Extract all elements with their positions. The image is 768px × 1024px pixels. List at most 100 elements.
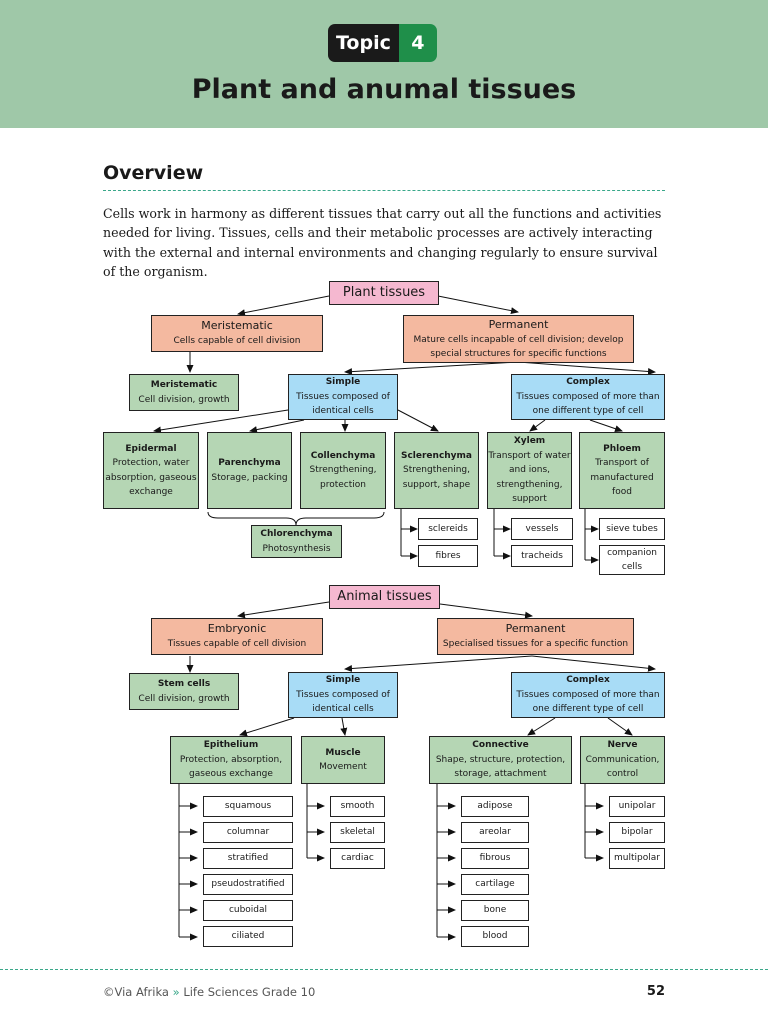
connective-cartilage-box: cartilage [461, 874, 529, 895]
plant-meristematic-desc: Cells capable of cell division [173, 336, 301, 347]
animal-simple-box: Simple Tissues composed of identical cel… [288, 672, 398, 718]
animal-muscle-title: Muscle [325, 747, 361, 758]
plant-chlorenchyma-desc: Photosynthesis [262, 543, 331, 554]
muscle-skeletal-box: skeletal [330, 822, 385, 843]
muscle-cardiac-box: cardiac [330, 848, 385, 869]
plant-sclerenchyma-desc: Strengthening, support, shape [402, 465, 471, 490]
animal-simple-desc: Tissues composed of identical cells [296, 689, 390, 715]
animal-stem-cells-title: Stem cells [157, 679, 211, 689]
animal-muscle-desc: Movement [319, 762, 367, 772]
animal-permanent-box: Permanent Specialised tissues for a spec… [437, 618, 634, 655]
plant-complex-desc: Tissues composed of more than one differ… [516, 391, 660, 417]
animal-embryonic-box: Embryonic Tissues capable of cell divisi… [151, 618, 323, 655]
animal-connective-box: Connective Shape, structure, protection,… [429, 736, 572, 784]
plant-meristematic-growth-title: Meristematic [150, 380, 218, 390]
animal-embryonic-title: Embryonic [207, 622, 267, 636]
footer-divider [0, 969, 768, 970]
animal-tissues-root: Animal tissues [329, 585, 440, 609]
footer-publisher: ©Via Afrika [103, 985, 169, 999]
plant-complex-title: Complex [566, 377, 610, 388]
animal-complex-title: Complex [566, 675, 610, 686]
page-title: Plant and anumal tissues [191, 74, 577, 105]
animal-epithelium-desc: Protection, absorption, gaseous exchange [179, 754, 283, 780]
animal-stem-cells-box: Stem cells Cell division, growth [129, 673, 239, 710]
connective-adipose-box: adipose [461, 796, 529, 817]
plant-sclerenchyma-box: Sclerenchyma Strengthening, support, sha… [394, 432, 479, 509]
plant-vessels-box: vessels [511, 518, 573, 540]
footer-book: Life Sciences Grade 10 [183, 985, 316, 999]
plant-xylem-title: Xylem [513, 436, 546, 447]
plant-epidermal-desc: Protection, water absorption, gaseous ex… [105, 458, 197, 497]
connective-bone-box: bone [461, 900, 529, 921]
plant-parenchyma-desc: Storage, packing [211, 472, 288, 483]
animal-nerve-box: Nerve Communication, control [580, 736, 665, 784]
footer-credit: ©Via Afrika » Life Sciences Grade 10 [103, 985, 315, 999]
plant-phloem-box: Phloem Transport of manufactured food [579, 432, 665, 509]
plant-meristematic-growth-desc: Cell division, growth [138, 394, 230, 405]
plant-parenchyma-box: Parenchyma Storage, packing [207, 432, 292, 509]
animal-nerve-title: Nerve [607, 740, 638, 751]
animal-muscle-box: Muscle Movement [301, 736, 385, 784]
epithelium-pseudostratified-box: pseudostratified [203, 874, 293, 895]
plant-fibres-box: fibres [418, 545, 478, 567]
connective-areolar-box: areolar [461, 822, 529, 843]
nerve-bipolar-box: bipolar [609, 822, 665, 843]
overview-heading: Overview [103, 162, 204, 184]
overview-paragraph: Cells work in harmony as different tissu… [103, 206, 662, 280]
nerve-multipolar-box: multipolar [609, 848, 665, 869]
plant-chlorenchyma-box: Chlorenchyma Photosynthesis [251, 525, 342, 558]
plant-complex-box: Complex Tissues composed of more than on… [511, 374, 665, 420]
plant-permanent-desc: Mature cells incapable of cell division;… [413, 334, 624, 360]
plant-epidermal-box: Epidermal Protection, water absorption, … [103, 432, 199, 509]
animal-epithelium-box: Epithelium Protection, absorption, gaseo… [170, 736, 292, 784]
page-number: 52 [646, 984, 665, 999]
plant-sieve-tubes-box: sieve tubes [599, 518, 665, 540]
plant-xylem-desc: Transport of water and ions, strengtheni… [488, 450, 571, 505]
plant-permanent-box: Permanent Mature cells incapable of cell… [403, 315, 634, 363]
overview-divider [103, 190, 665, 191]
plant-phloem-desc: Transport of manufactured food [590, 458, 654, 497]
animal-permanent-title: Permanent [505, 622, 566, 636]
muscle-smooth-box: smooth [330, 796, 385, 817]
nerve-unipolar-box: unipolar [609, 796, 665, 817]
plant-tracheids-box: tracheids [511, 545, 573, 567]
plant-meristematic-title: Meristematic [201, 319, 273, 333]
plant-epidermal-title: Epidermal [125, 443, 177, 454]
animal-permanent-desc: Specialised tissues for a specific funct… [442, 639, 629, 650]
plant-collenchyma-title: Collenchyma [310, 450, 376, 461]
plant-phloem-title: Phloem [603, 443, 641, 454]
plant-chlorenchyma-title: Chlorenchyma [260, 529, 333, 539]
animal-complex-desc: Tissues composed of more than one differ… [516, 689, 660, 715]
animal-complex-box: Complex Tissues composed of more than on… [511, 672, 665, 718]
epithelium-stratified-box: stratified [203, 848, 293, 869]
epithelium-columnar-box: columnar [203, 822, 293, 843]
plant-sclereids-box: sclereids [418, 518, 478, 540]
animal-nerve-desc: Communication, control [585, 754, 660, 780]
animal-stem-cells-desc: Cell division, growth [138, 693, 230, 704]
plant-simple-title: Simple [325, 377, 361, 388]
animal-connective-desc: Shape, structure, protection, storage, a… [435, 754, 566, 780]
epithelium-squamous-box: squamous [203, 796, 293, 817]
epithelium-ciliated-box: ciliated [203, 926, 293, 947]
animal-embryonic-desc: Tissues capable of cell division [167, 639, 307, 650]
plant-meristematic-growth-box: Meristematic Cell division, growth [129, 374, 239, 411]
plant-collenchyma-desc: Strengthening, protection [309, 465, 377, 490]
topic-badge: Topic 4 [328, 24, 437, 62]
animal-simple-title: Simple [325, 675, 361, 686]
page-header: Topic 4 Plant and anumal tissues [0, 0, 768, 128]
plant-meristematic-box: Meristematic Cells capable of cell divis… [151, 315, 323, 352]
plant-sclerenchyma-title: Sclerenchyma [400, 450, 472, 461]
connective-blood-box: blood [461, 926, 529, 947]
topic-number: 4 [398, 24, 437, 62]
topic-label: Topic [328, 24, 399, 62]
plant-permanent-title: Permanent [488, 317, 549, 331]
plant-companion-cells-box: companion cells [599, 545, 665, 575]
epithelium-cuboidal-box: cuboidal [203, 900, 293, 921]
footer-separator: » [172, 985, 180, 999]
plant-tissues-root: Plant tissues [329, 281, 439, 305]
animal-connective-title: Connective [472, 740, 529, 751]
plant-collenchyma-box: Collenchyma Strengthening, protection [300, 432, 386, 509]
plant-simple-box: Simple Tissues composed of identical cel… [288, 374, 398, 420]
connective-fibrous-box: fibrous [461, 848, 529, 869]
